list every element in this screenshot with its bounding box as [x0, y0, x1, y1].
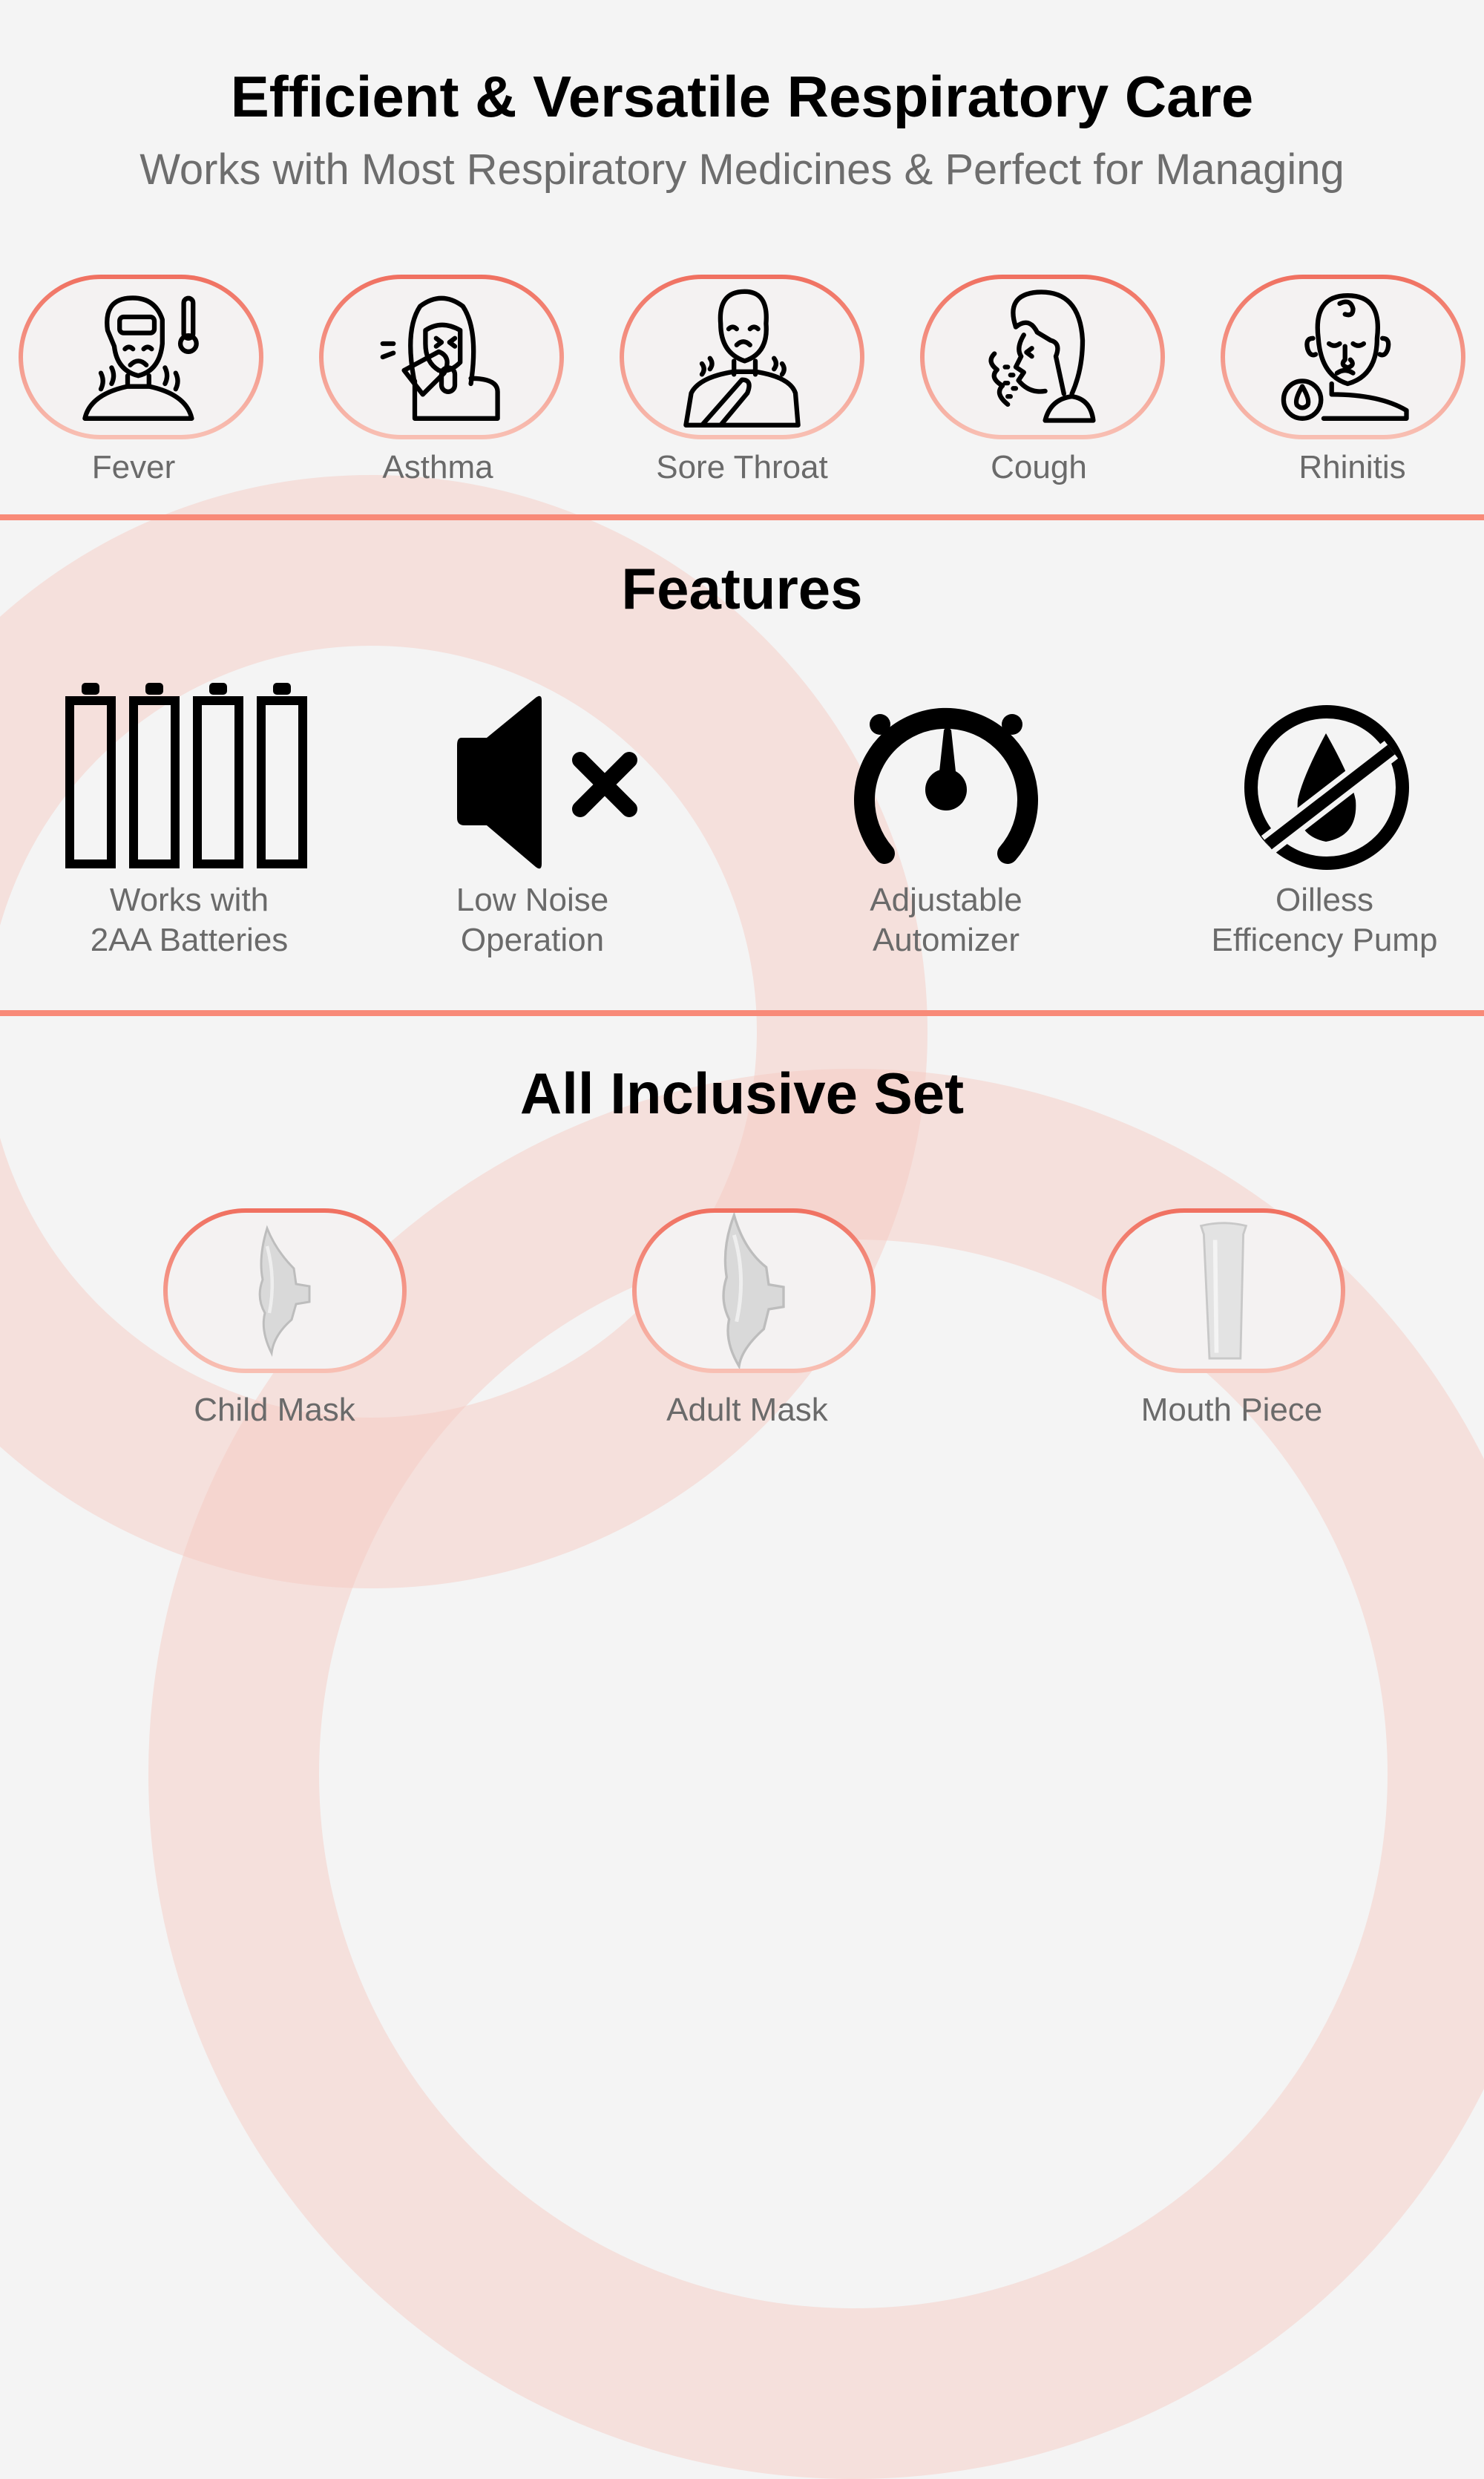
no-oil-drop-icon	[1244, 705, 1409, 870]
set-label-child-mask: Child Mask	[194, 1392, 355, 1428]
condition-pill-cough	[920, 275, 1165, 439]
set-label-adult-mask: Adult Mask	[666, 1392, 828, 1428]
fever-person-icon	[82, 295, 199, 421]
cough-person-icon	[988, 289, 1096, 423]
mouth-piece-image	[1199, 1222, 1248, 1360]
set-pill-child-mask	[163, 1208, 407, 1373]
page-title: Efficient & Versatile Respiratory Care	[230, 64, 1254, 129]
page-subtitle: Works with Most Respiratory Medicines & …	[139, 145, 1345, 194]
condition-pill-rhinitis	[1221, 275, 1465, 439]
batteries-icon	[65, 683, 307, 868]
sore-throat-person-icon	[683, 289, 801, 428]
gauge-icon	[854, 707, 1038, 864]
adult-mask-image	[722, 1213, 785, 1369]
condition-pill-sore-throat	[620, 275, 864, 439]
feature-label-batteries: Works with 2AA Batteries	[90, 882, 289, 958]
rhinitis-person-icon	[1281, 293, 1409, 421]
set-label-mouth-piece: Mouth Piece	[1140, 1392, 1323, 1428]
asthma-person-icon	[380, 295, 500, 421]
section-divider	[0, 1010, 1484, 1016]
condition-pill-fever	[19, 275, 263, 439]
condition-label-sore-throat: Sore Throat	[656, 449, 828, 485]
condition-label-rhinitis: Rhinitis	[1298, 449, 1406, 485]
feature-label-low-noise: Low Noise Operation	[456, 882, 609, 958]
set-title: All Inclusive Set	[519, 1061, 965, 1126]
features-title: Features	[621, 556, 863, 621]
speaker-mute-icon	[457, 695, 637, 869]
condition-label-asthma: Asthma	[382, 449, 493, 485]
condition-label-fever: Fever	[91, 449, 176, 485]
child-mask-image	[258, 1225, 311, 1358]
set-pill-mouth-piece	[1102, 1208, 1345, 1373]
section-divider	[0, 514, 1484, 520]
condition-label-cough: Cough	[991, 449, 1087, 485]
set-pill-adult-mask	[632, 1208, 876, 1373]
feature-label-oilless: Oilless Efficency Pump	[1211, 882, 1438, 958]
condition-pill-asthma	[319, 275, 564, 439]
feature-label-adjustable: Adjustable Automizer	[870, 882, 1022, 958]
